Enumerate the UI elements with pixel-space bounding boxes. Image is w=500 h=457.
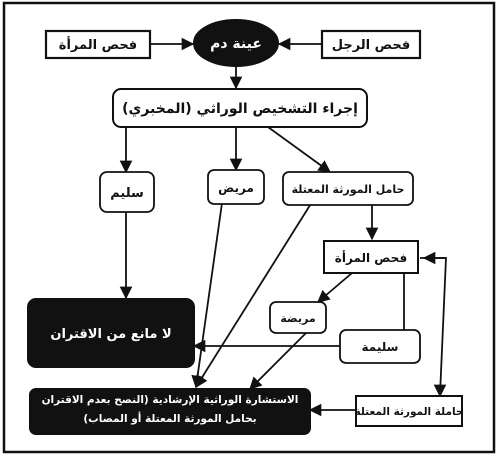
node-no-objection: لا مانع من الاقتران	[27, 298, 195, 368]
node-carrier-top-label: حامل المورثة المعتلة	[292, 183, 405, 196]
node-man-exam-label: فحص الرجل	[332, 38, 411, 53]
node-counseling: الاستشارة الوراثية الإرشادية (النصح بعدم…	[29, 388, 311, 435]
node-blood-sample: عينة دم	[193, 19, 279, 67]
node-counseling-label: الاستشارة الوراثية الإرشادية (النصح بعدم…	[41, 394, 299, 425]
node-woman-exam-mid-label: فحص المرأة	[335, 250, 407, 265]
node-sick-top-label: مريض	[218, 181, 254, 195]
node-carrier-top: حامل المورثة المعتلة	[282, 171, 414, 206]
node-genetic-diagnosis: إجراء التشخيص الوراثي (المخبري)	[112, 88, 368, 128]
edge-woman-exam-to-carrier-woman	[420, 257, 447, 396]
node-sick-top: مريض	[207, 169, 265, 205]
node-carrier-woman: حاملة المورثة المعتلة	[355, 395, 464, 427]
edge-sick-woman-to-counseling	[249, 332, 307, 390]
outer-frame	[2, 1, 496, 454]
edge-sick-to-counseling	[191, 202, 223, 389]
node-no-objection-label: لا مانع من الاقتران	[50, 327, 171, 342]
edge-carrier-to-counseling	[195, 201, 313, 389]
node-sick-woman: مريضة	[269, 301, 327, 334]
edge-woman-exam-to-sick-woman	[317, 272, 353, 303]
node-healthy-woman: سليمة	[339, 329, 421, 364]
node-blood-sample-label: عينة دم	[210, 36, 262, 52]
node-woman-exam-top-label: فحص المرأة	[59, 36, 137, 53]
node-man-exam: فحص الرجل	[320, 29, 422, 60]
node-sick-woman-label: مريضة	[280, 312, 315, 325]
edge-diagnosis-to-carrier	[267, 126, 332, 173]
node-healthy-top-label: سليم	[110, 186, 144, 201]
node-carrier-woman-label: حاملة المورثة المعتلة	[355, 406, 464, 418]
node-genetic-diagnosis-label: إجراء التشخيص الوراثي (المخبري)	[122, 101, 358, 118]
node-woman-exam-top: فحص المرأة	[44, 29, 152, 60]
node-healthy-top: سليم	[99, 171, 155, 213]
node-healthy-woman-label: سليمة	[362, 340, 399, 354]
node-woman-exam-mid: فحص المرأة	[323, 240, 419, 274]
connectors	[119, 37, 447, 417]
